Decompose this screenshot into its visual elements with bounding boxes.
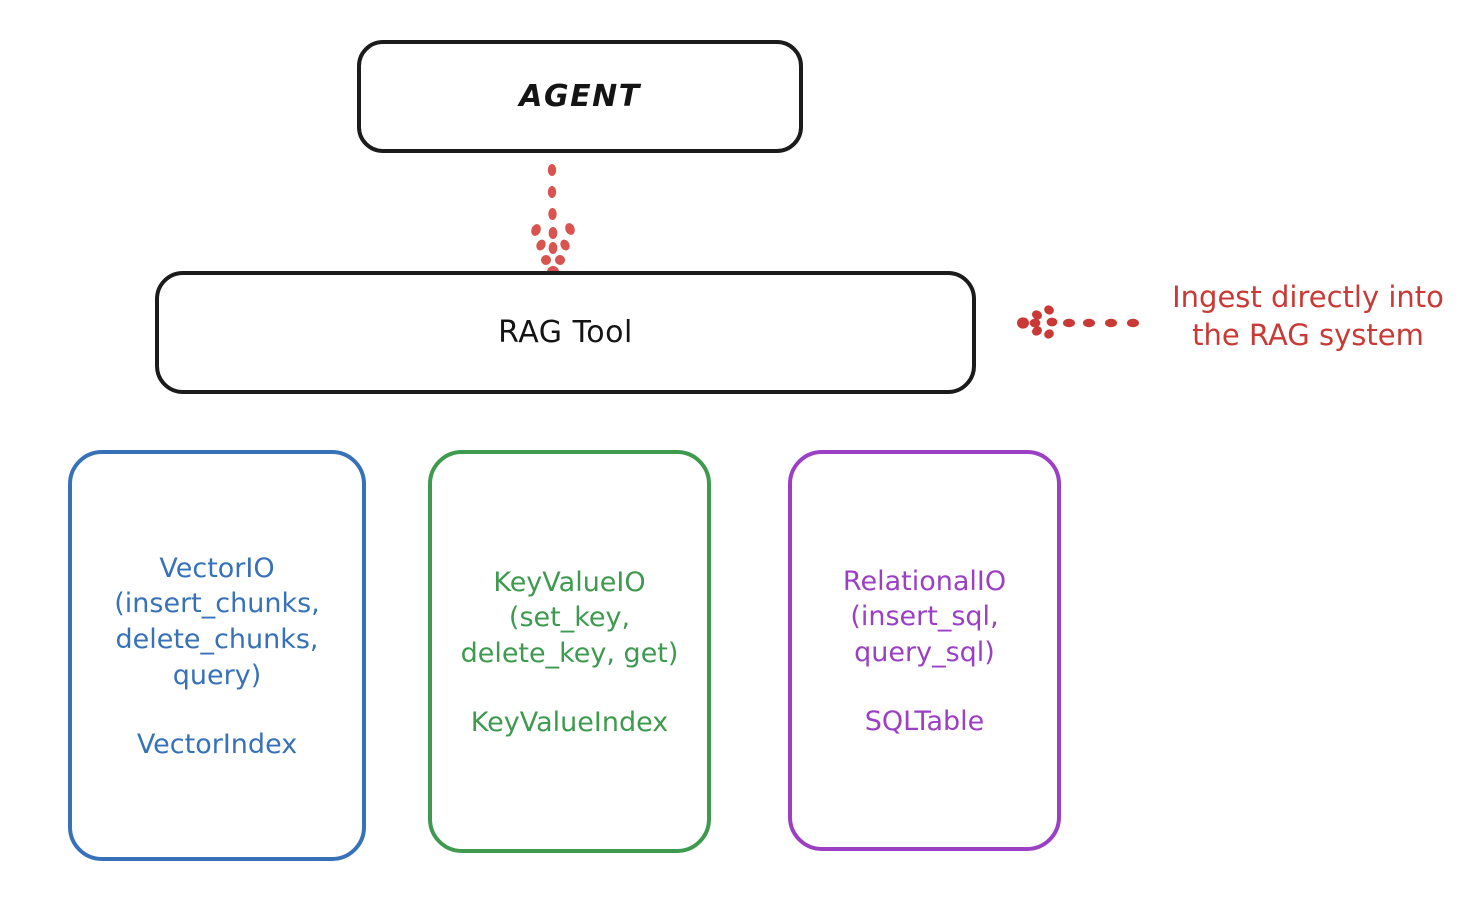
key-value-io-node[interactable]: KeyValueIO (set_key, delete_key, get) Ke… [428,450,711,853]
vector-io-api-label: VectorIO (insert_chunks, delete_chunks, … [114,552,320,691]
agent-node[interactable]: AGENT [357,40,803,153]
key-value-io-api-label: KeyValueIO (set_key, delete_key, get) [460,566,679,669]
relational-io-api-label: RelationalIO (insert_sql, query_sql) [842,565,1007,668]
vector-io-index-label: VectorIndex [136,729,298,761]
key-value-io-index-label: KeyValueIndex [470,707,669,739]
relational-io-index-label: SQLTable [864,706,985,738]
ingest-annotation-label: Ingest directly into the RAG system [1172,280,1444,353]
rag-tool-node[interactable]: RAG Tool [155,271,976,394]
agent-node-label: AGENT [519,79,641,114]
agent-to-rag-tool-arrow [531,164,575,278]
vector-io-node[interactable]: VectorIO (insert_chunks, delete_chunks, … [68,450,366,861]
ingest-to-rag-tool-arrow [1017,305,1139,339]
relational-io-node[interactable]: RelationalIO (insert_sql, query_sql) SQL… [788,450,1061,851]
rag-tool-node-label: RAG Tool [498,315,633,350]
